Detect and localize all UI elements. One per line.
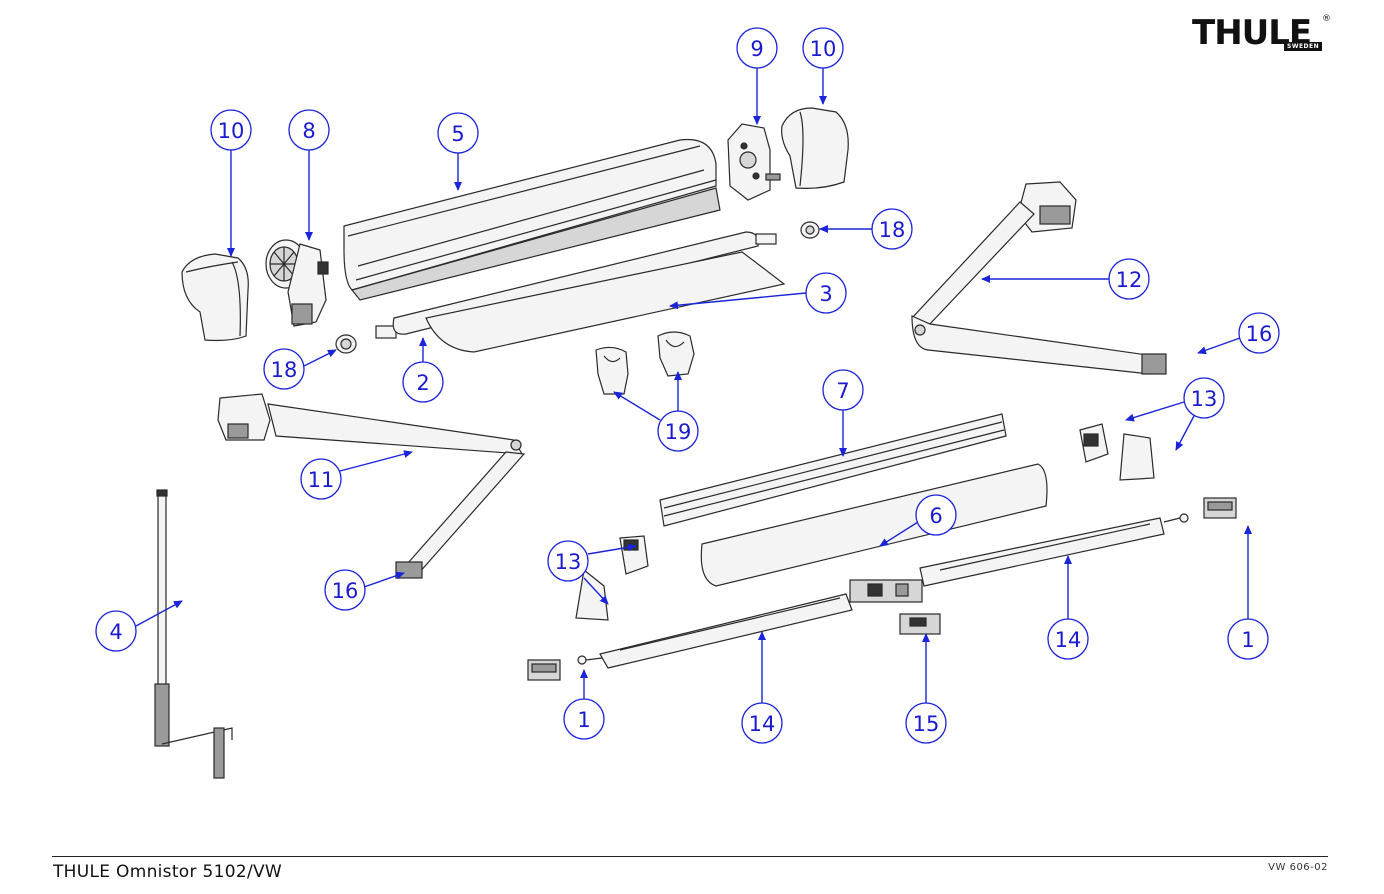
thule-logo: THULE SWEDEN ® — [1192, 14, 1332, 60]
leader-13a-1 — [1125, 401, 1185, 422]
svg-text:6: 6 — [929, 504, 942, 528]
svg-text:18: 18 — [271, 358, 298, 382]
leader-11 — [339, 450, 413, 472]
callout-4: 4 — [95, 610, 137, 652]
svg-text:10: 10 — [810, 37, 837, 61]
callout-7: 7 — [822, 369, 864, 411]
cassette-profile — [343, 138, 721, 301]
svg-text:16: 16 — [1246, 322, 1273, 346]
callout-12: 12 — [1108, 258, 1150, 300]
svg-text:10: 10 — [218, 119, 245, 143]
arm-left — [217, 393, 526, 579]
svg-text:9: 9 — [750, 37, 763, 61]
leader-13b-2 — [583, 577, 609, 605]
drive-unit-left — [265, 239, 329, 327]
callout-14-right: 14 — [1047, 618, 1089, 660]
leg-joint — [849, 579, 923, 603]
svg-text:5: 5 — [451, 122, 464, 146]
callout-3: 3 — [805, 272, 847, 314]
callout-15: 15 — [905, 702, 947, 744]
foot-right — [1203, 497, 1237, 519]
lead-bar — [659, 413, 1007, 527]
brand-country: SWEDEN — [1284, 42, 1323, 51]
callout-18-left: 18 — [263, 348, 305, 390]
svg-text:13: 13 — [1191, 387, 1218, 411]
registered-mark: ® — [1322, 14, 1331, 24]
callout-1-left: 1 — [563, 698, 605, 740]
gear-housing-right — [727, 123, 781, 201]
callout-19: 19 — [657, 410, 699, 452]
callout-11: 11 — [300, 458, 342, 500]
svg-text:12: 12 — [1116, 268, 1143, 292]
callout-13-left: 13 — [547, 540, 589, 582]
leader-3 — [669, 292, 807, 310]
leader-16a — [1197, 337, 1241, 355]
lead-bar-caps-right — [1079, 423, 1155, 481]
svg-text:18: 18 — [879, 218, 906, 242]
leader-13b-1 — [587, 543, 637, 555]
leader-4 — [135, 600, 183, 627]
svg-text:11: 11 — [308, 468, 335, 492]
callout-8: 8 — [288, 109, 330, 151]
svg-text:7: 7 — [836, 379, 849, 403]
callout-5: 5 — [437, 112, 479, 154]
callout-10-left: 10 — [210, 109, 252, 151]
leader-6 — [879, 521, 919, 547]
leader-13a-2 — [1175, 415, 1195, 451]
lead-bar-caps-left — [575, 535, 649, 621]
leader-19a — [613, 391, 661, 421]
bushing-right — [800, 221, 820, 239]
callout-13-right: 13 — [1183, 377, 1225, 419]
svg-text:16: 16 — [332, 579, 359, 603]
bushing-left — [335, 334, 357, 354]
support-brackets — [595, 331, 695, 395]
arm-right — [911, 181, 1167, 375]
callout-10-right: 10 — [802, 27, 844, 69]
callout-1-right: 1 — [1227, 618, 1269, 660]
callout-14-left: 14 — [741, 702, 783, 744]
leader-18b — [301, 349, 337, 368]
svg-text:3: 3 — [819, 282, 832, 306]
leader-16b — [363, 571, 405, 588]
callout-6: 6 — [915, 494, 957, 536]
svg-text:1: 1 — [577, 708, 590, 732]
callout-9: 9 — [736, 27, 778, 69]
svg-text:8: 8 — [302, 119, 315, 143]
awning-fabric — [425, 251, 786, 353]
callout-2: 2 — [402, 361, 444, 403]
footer-divider — [52, 856, 1328, 857]
svg-text:13: 13 — [555, 550, 582, 574]
svg-text:19: 19 — [665, 420, 692, 444]
svg-text:15: 15 — [913, 712, 940, 736]
end-cap-right — [781, 107, 849, 189]
footer-title: THULE Omnistor 5102/VW — [53, 862, 283, 882]
svg-text:14: 14 — [1055, 628, 1082, 652]
footer-drawing-code: VW 606-02 — [1268, 862, 1328, 873]
callout-16-left: 16 — [324, 569, 366, 611]
support-leg-right — [919, 513, 1189, 587]
svg-text:2: 2 — [416, 371, 429, 395]
support-leg-left — [577, 593, 853, 669]
leg-clip — [899, 613, 941, 635]
end-cap-left — [181, 253, 249, 342]
svg-text:4: 4 — [109, 620, 122, 644]
svg-text:14: 14 — [749, 712, 776, 736]
crank-handle — [154, 489, 233, 779]
lead-bar-cover — [700, 463, 1048, 587]
foot-left — [527, 659, 561, 681]
callout-16-right: 16 — [1238, 312, 1280, 354]
svg-text:1: 1 — [1241, 628, 1254, 652]
callout-18-right: 18 — [871, 208, 913, 250]
